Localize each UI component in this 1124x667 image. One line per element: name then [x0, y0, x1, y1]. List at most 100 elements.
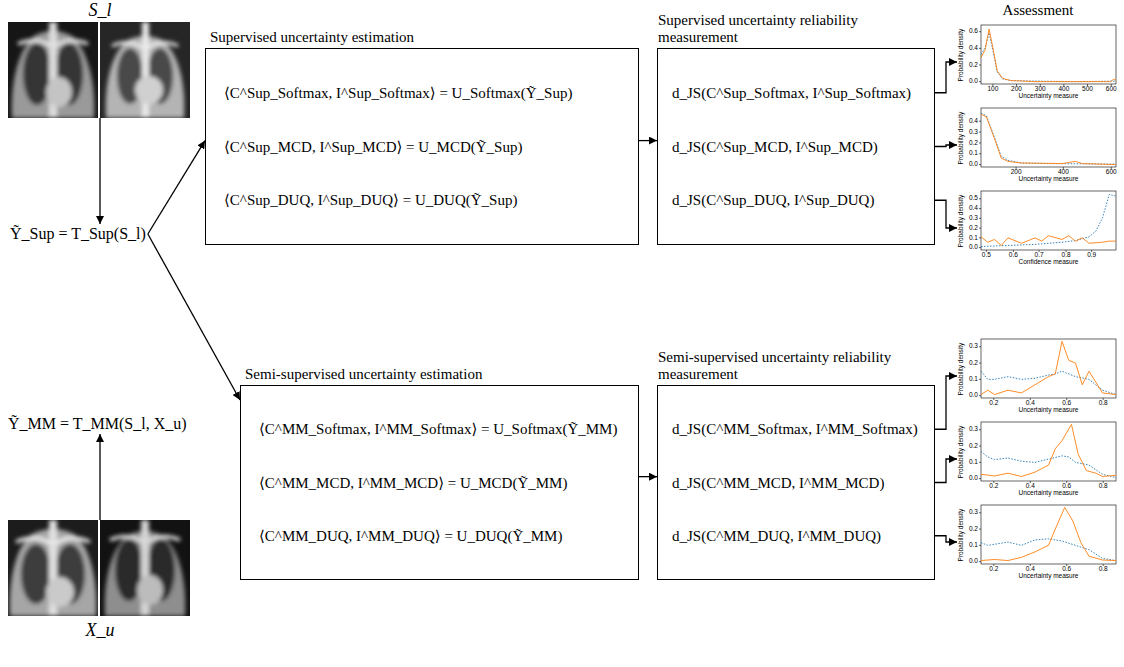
tick-mark [979, 429, 981, 430]
tick-label: 0.8 [1062, 252, 1071, 259]
connector-arrow [148, 141, 205, 234]
tick-label: 0.5 [982, 252, 991, 259]
tick-label: 0.4 [1026, 400, 1035, 407]
axis-label: Uncertainty measure [1019, 490, 1079, 497]
tick-label: 0.6 [1009, 252, 1018, 259]
tick-label: 0.8 [1099, 400, 1108, 407]
tick-label: 600 [1106, 86, 1117, 93]
tick-label: 0.2 [969, 526, 978, 533]
data-curve [981, 113, 1116, 164]
axis-label: Confidence measure [1019, 259, 1079, 266]
chart-axes [957, 336, 1119, 416]
tick-label: 0.4 [969, 45, 978, 52]
chart-panel: Probability densityUncertainty measure0.… [957, 336, 1119, 416]
tick-label: 0.6 [1062, 483, 1071, 490]
tick-mark [979, 462, 981, 463]
connector-arrow [639, 140, 657, 141]
connector-arrow [99, 118, 100, 224]
tick-mark [979, 346, 981, 347]
data-curve [981, 29, 1116, 82]
chart-panel: Probability densityUncertainty measure0.… [957, 105, 1119, 185]
chart-axes [957, 502, 1119, 582]
chest-xray [100, 22, 190, 118]
connector-arrow [935, 376, 957, 429]
tick-label: 0.9 [1087, 252, 1096, 259]
tick-mark [979, 228, 981, 229]
axis-label: Probability density [958, 19, 965, 91]
axis-label: Uncertainty measure [1019, 176, 1079, 183]
tick-label: 0.3 [969, 426, 978, 433]
tick-mark [979, 132, 981, 133]
connector-arrow [148, 234, 240, 400]
tick-label: 0.5 [969, 195, 978, 202]
tick-mark [979, 121, 981, 122]
image-group: S_l [8, 0, 192, 118]
data-curve [981, 114, 1116, 164]
formula-text: ⟨C^MM_MCD, I^MM_MCD⟩ = U_MCD(Ỹ_MM) [259, 473, 567, 493]
chart-panel: Probability densityConfidence measure0.0… [957, 188, 1119, 268]
formula-node: Ỹ_Sup = T_Sup(S_l) [10, 224, 146, 244]
tick-label: 0.4 [1026, 566, 1035, 573]
image-label: X_u [86, 620, 115, 640]
tick-label: 0.0 [969, 244, 978, 251]
plot-frame [981, 108, 1116, 167]
axis-label: Probability density [958, 499, 965, 571]
tick-mark [979, 164, 981, 165]
tick-mark [979, 446, 981, 447]
formula-text: ⟨C^MM_DUQ, I^MM_DUQ⟩ = U_DUQ(Ỹ_MM) [259, 526, 562, 546]
tick-label: 0.1 [969, 459, 978, 466]
tick-label: 0.0 [969, 558, 978, 565]
formula-list: d_JS(C^Sup_Softmax, I^Sup_Softmax)d_JS(C… [658, 49, 934, 244]
chest-xray [8, 22, 98, 118]
box-heading: Supervised uncertainty estimation [210, 29, 414, 46]
tick-label: 0.8 [1099, 566, 1108, 573]
data-curve [981, 341, 1116, 394]
tick-label: 0.2 [969, 443, 978, 450]
formula-text: d_JS(C^Sup_DUQ, I^Sup_DUQ) [672, 190, 874, 210]
tick-label: 0.2 [989, 400, 998, 407]
tick-mark [979, 395, 981, 396]
connector-arrow [639, 476, 657, 477]
data-curve [981, 33, 1116, 82]
data-curve [981, 194, 1116, 246]
tick-label: 0.4 [969, 118, 978, 125]
tick-label: 0.1 [969, 542, 978, 549]
process-box: Semi-supervised uncertainty reliability … [657, 385, 935, 580]
tick-label: 0.8 [1099, 483, 1108, 490]
tick-mark [979, 237, 981, 238]
formula-text: Ỹ_Sup = T_Sup(S_l) [10, 224, 146, 244]
chest-xray [8, 520, 98, 616]
tick-label: 500 [1082, 86, 1093, 93]
data-curve [981, 539, 1116, 561]
formula-list: d_JS(C^MM_Softmax, I^MM_Softmax)d_JS(C^M… [658, 386, 934, 579]
plot-frame [981, 25, 1116, 84]
tick-label: 0.3 [969, 129, 978, 136]
tick-label: 0.2 [989, 483, 998, 490]
axis-label: Uncertainty measure [1019, 407, 1079, 414]
formula-text: d_JS(C^Sup_MCD, I^Sup_MCD) [672, 137, 878, 157]
tick-mark [979, 247, 981, 248]
tick-mark [979, 379, 981, 380]
tick-label: 0.2 [969, 140, 978, 147]
tick-mark [979, 64, 981, 65]
tick-mark [979, 512, 981, 513]
tick-mark [979, 81, 981, 82]
tick-label: 0.1 [969, 235, 978, 242]
tick-label: 0.2 [969, 360, 978, 367]
tick-label: 400 [1058, 86, 1069, 93]
tick-mark [979, 48, 981, 49]
axis-label: Probability density [958, 333, 965, 405]
tick-label: 0.6 [1062, 566, 1071, 573]
tick-label: 600 [1106, 169, 1117, 176]
formula-text: Ỹ_MM = T_MM(S_l, X_u) [8, 414, 187, 434]
tick-label: 0.4 [1026, 483, 1035, 490]
chart-panel: Probability densityUncertainty measure0.… [957, 419, 1119, 499]
tick-label: 0.0 [969, 475, 978, 482]
formula-text: ⟨C^Sup_MCD, I^Sup_MCD⟩ = U_MCD(Ỹ_Sup) [224, 137, 522, 157]
chart-panel: Probability densityUncertainty measure0.… [957, 22, 1119, 102]
tick-label: 0.1 [969, 376, 978, 383]
tick-mark [979, 363, 981, 364]
tick-mark [979, 545, 981, 546]
chest-xray [100, 520, 190, 616]
